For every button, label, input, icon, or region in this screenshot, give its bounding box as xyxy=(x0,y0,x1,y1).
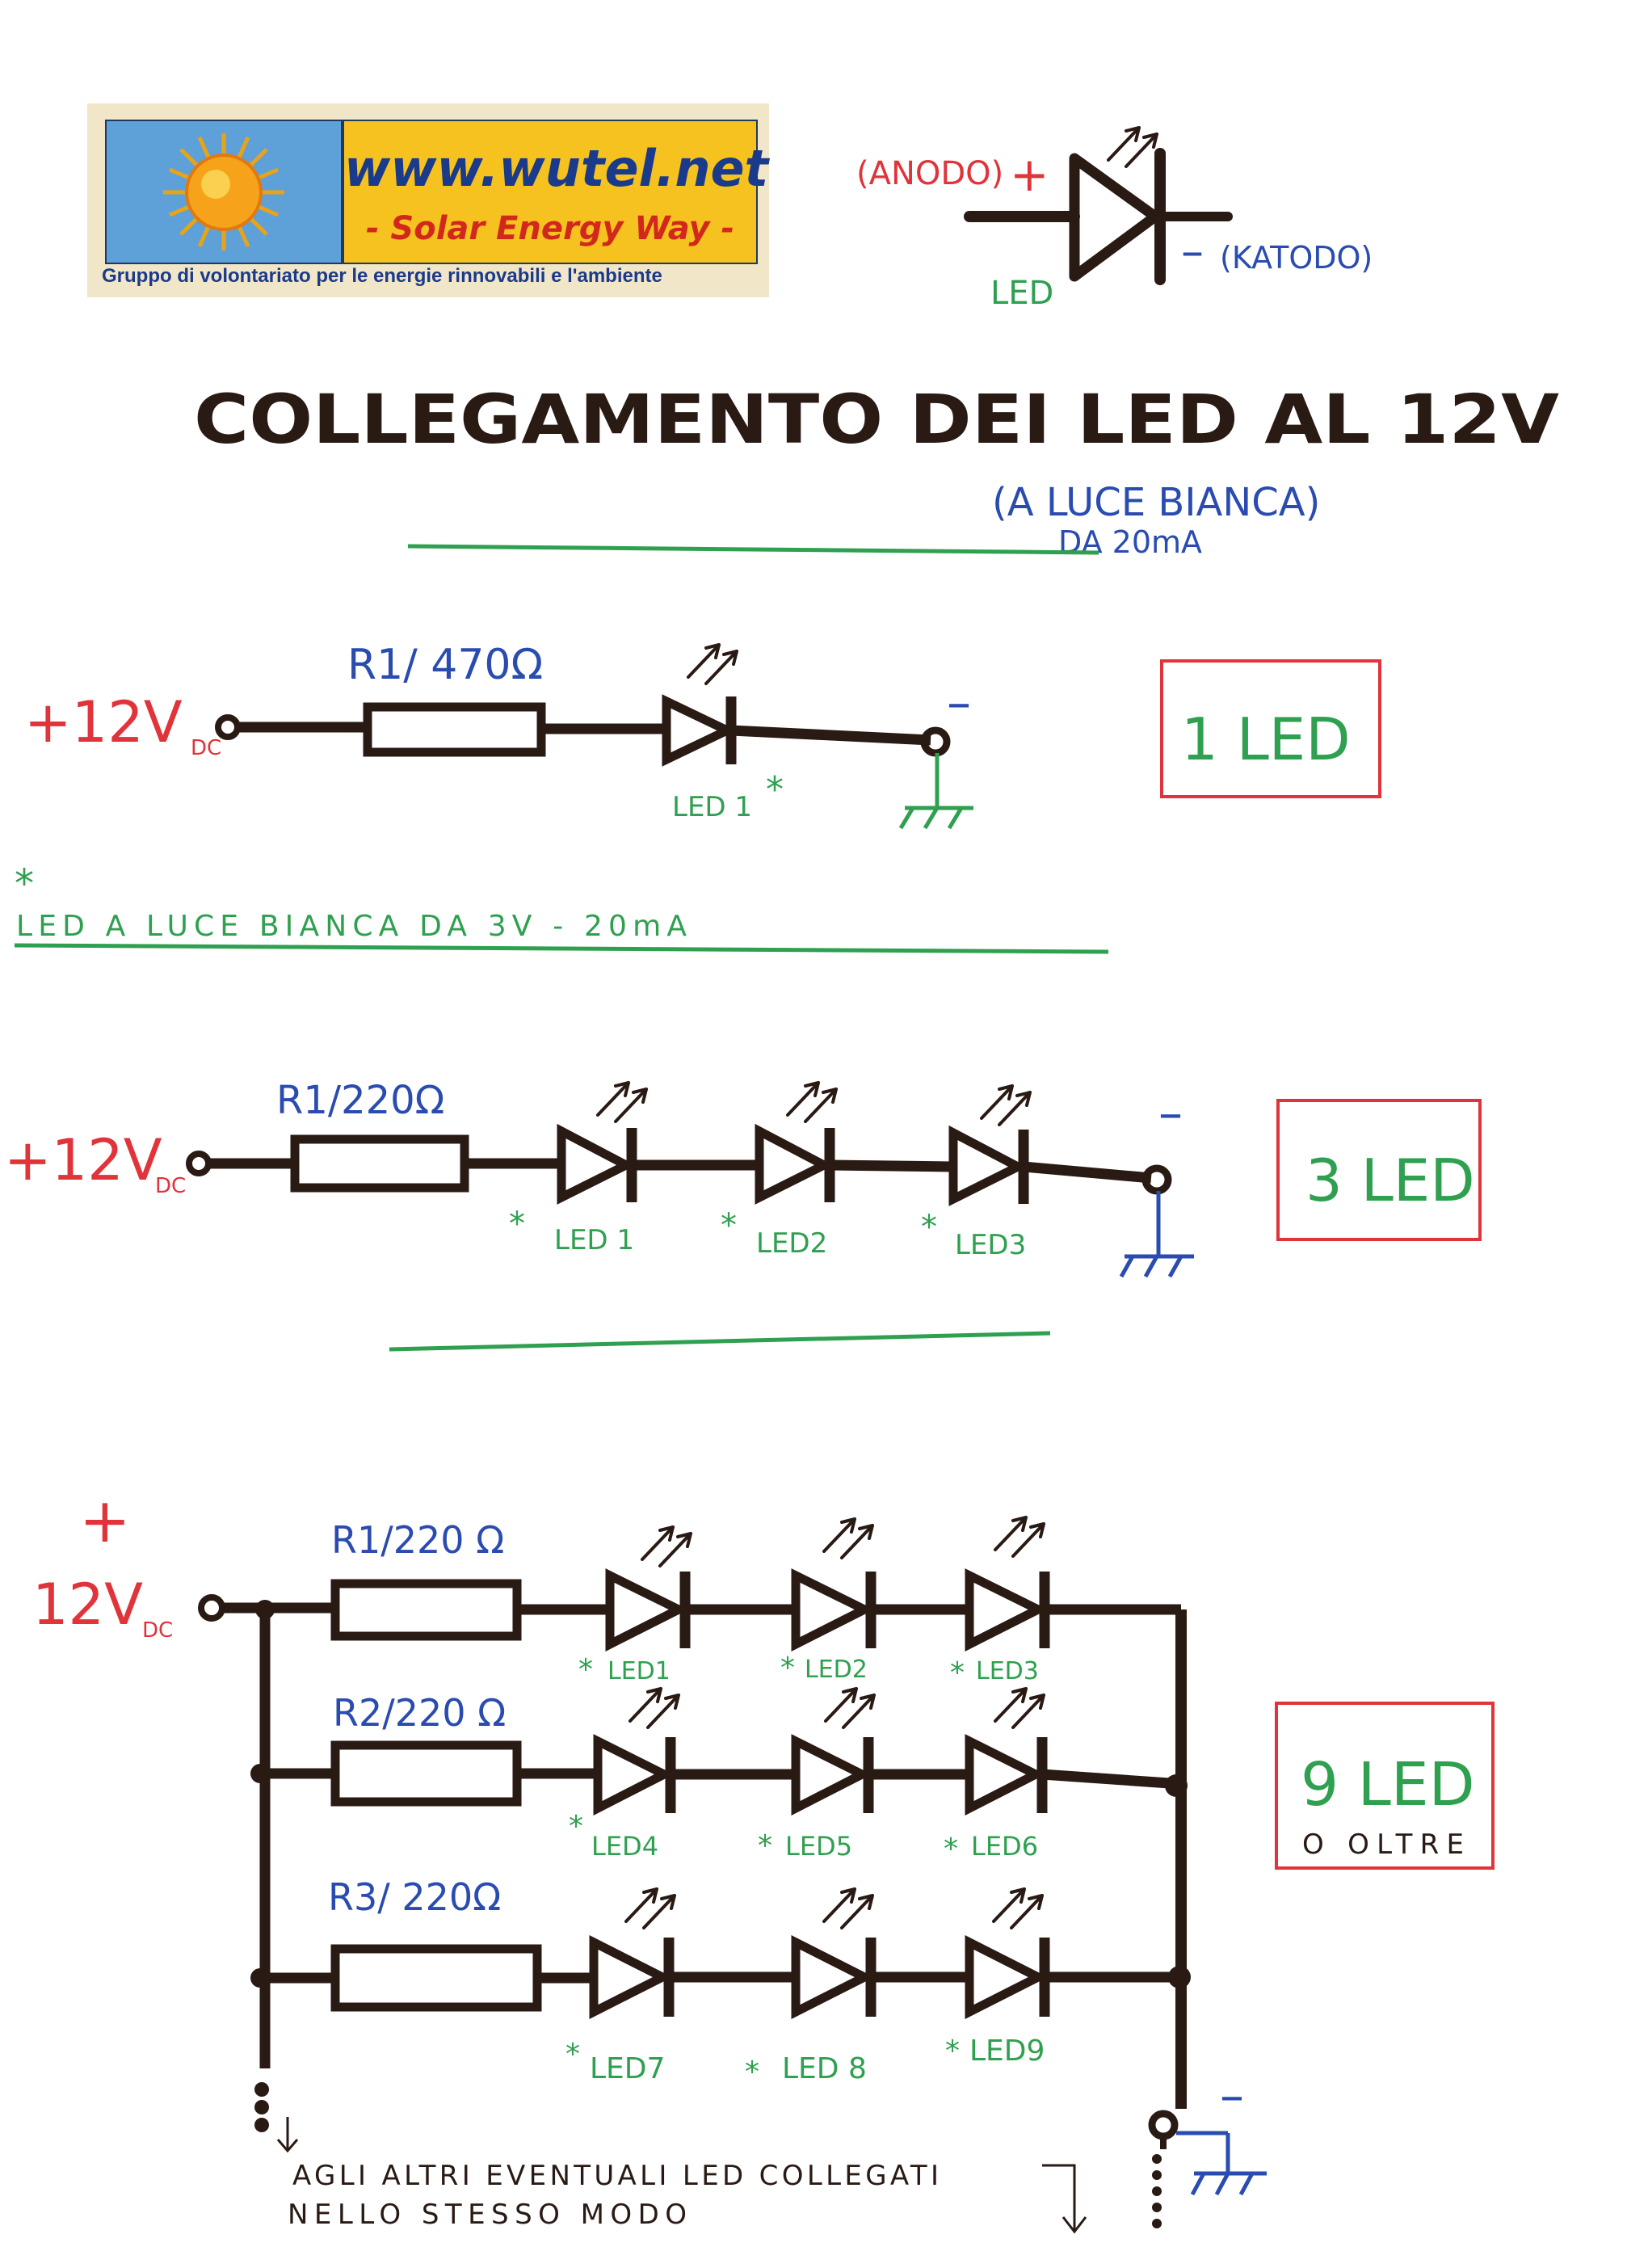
c2-led-1 xyxy=(557,1123,637,1205)
page-title: COLLEGAMENTO DEI LED AL 12V xyxy=(194,380,1559,459)
c1-box xyxy=(1160,659,1381,798)
c3-star-6: * xyxy=(944,1832,958,1866)
c3-minus: – xyxy=(1220,2068,1244,2124)
anode-plus: + xyxy=(1010,147,1049,202)
ground-2 xyxy=(1119,1191,1194,1278)
c3-star-8: * xyxy=(745,2056,759,2089)
resistor-r1-c3 xyxy=(330,1579,522,1641)
c1-minus: – xyxy=(947,675,971,731)
c3-star-7: * xyxy=(565,2038,580,2071)
c2-supply-sub: DC xyxy=(155,1174,186,1198)
c1-supply-sub: DC xyxy=(191,736,221,760)
c3-box xyxy=(1275,1702,1495,1870)
c3-led-7 xyxy=(589,1935,673,2019)
resistor-r2-c3 xyxy=(330,1740,522,1807)
ground-3 xyxy=(1176,2131,1267,2196)
c3-resistor-r2: R2/220 Ω xyxy=(333,1691,506,1735)
legend-led-symbol xyxy=(964,126,1233,285)
note-star: * xyxy=(15,861,34,907)
c3-star-3: * xyxy=(950,1656,965,1689)
c2-led-3 xyxy=(948,1125,1028,1206)
c3-led-6 xyxy=(965,1734,1046,1816)
logo-tagline: - Solar Energy Way - xyxy=(365,210,735,247)
c3-box-label: 9 LED xyxy=(1301,1750,1475,1820)
resistor-r1-c2 xyxy=(290,1134,469,1193)
c3-led-1 xyxy=(605,1568,689,1652)
c3-resistor-r1: R1/220 Ω xyxy=(331,1518,504,1562)
c3-led-3 xyxy=(965,1568,1049,1652)
c3-star-4: * xyxy=(569,1810,583,1843)
resistor-r3-c3 xyxy=(330,1944,542,2012)
c3-led-label-5: LED5 xyxy=(785,1831,852,1862)
c1-box-label: 1 LED xyxy=(1181,705,1351,773)
c3-led-8 xyxy=(791,1935,875,2019)
c2-box xyxy=(1276,1099,1482,1241)
title-subtitle: (A LUCE BIANCA) xyxy=(992,480,1320,525)
c3-led-4 xyxy=(593,1734,675,1816)
c3-led-label-1: LED1 xyxy=(607,1657,671,1685)
c3-supply: 12V xyxy=(32,1572,143,1638)
cathode-minus: – xyxy=(1181,225,1204,278)
note-text: LED A LUCE BIANCA DA 3V - 20mA xyxy=(16,910,687,943)
c2-led-2 xyxy=(755,1123,835,1205)
c3-led-label-6: LED6 xyxy=(971,1831,1038,1862)
cathode-label: (KATODO) xyxy=(1220,240,1373,276)
anode-label: (ANODO) xyxy=(856,155,1003,192)
c3-led-label-7: LED7 xyxy=(590,2052,665,2085)
c1-led-label-1: LED 1 xyxy=(672,791,752,823)
c3-led-label-2: LED2 xyxy=(805,1656,868,1684)
c2-led-label-2: LED2 xyxy=(756,1227,827,1260)
c2-led-label-1: LED 1 xyxy=(554,1224,634,1256)
legend-led-label: LED xyxy=(990,275,1053,312)
circuit-2 xyxy=(186,1081,1194,1278)
c3-plus: + xyxy=(79,1484,131,1556)
c3-resistor-r3: R3/ 220Ω xyxy=(328,1875,501,1919)
c2-underline xyxy=(389,1331,1051,1352)
c2-star-1: * xyxy=(509,1206,525,1243)
sun-icon xyxy=(163,133,284,250)
c3-star-2: * xyxy=(780,1652,795,1685)
c3-led-label-4: LED4 xyxy=(591,1831,658,1862)
c2-box-label: 3 LED xyxy=(1305,1147,1475,1214)
c2-led-label-3: LED3 xyxy=(955,1229,1026,1261)
c3-led-2 xyxy=(791,1568,875,1652)
note-underline xyxy=(14,943,1109,954)
c1-resistor-label: R1/ 470Ω xyxy=(347,641,543,689)
c3-star-5: * xyxy=(758,1829,772,1862)
c2-minus: – xyxy=(1158,1085,1183,1142)
c3-led-9 xyxy=(965,1935,1049,2019)
c3-led-label-8: LED 8 xyxy=(782,2052,867,2085)
logo-title-panel: www.wutel.net - Solar Energy Way - xyxy=(343,120,769,264)
c3-supply-sub: DC xyxy=(142,1618,173,1643)
c2-star-2: * xyxy=(721,1207,737,1244)
title-underline xyxy=(407,544,1099,555)
c3-led-label-3: LED3 xyxy=(976,1657,1039,1685)
c2-star-3: * xyxy=(921,1209,937,1246)
led-1 xyxy=(662,694,738,767)
sun-panel xyxy=(105,120,343,264)
c3-led-5 xyxy=(791,1734,872,1816)
c1-supply: +12V xyxy=(24,689,183,755)
c3-footnote-2: NELLO STESSO MODO xyxy=(288,2199,687,2231)
logo-group-text: Gruppo di volontariato per le energie ri… xyxy=(102,265,662,287)
logo-banner: www.wutel.net - Solar Energy Way - Grupp… xyxy=(87,103,769,297)
c3-star-1: * xyxy=(578,1653,593,1686)
circuit-3 xyxy=(198,1516,1267,2234)
c3-footnote-1: AGLI ALTRI EVENTUALI LED COLLEGATI xyxy=(292,2160,939,2192)
circuit-1 xyxy=(215,643,973,830)
c1-star: * xyxy=(766,769,784,810)
c3-box-sub: O OLTRE xyxy=(1302,1828,1464,1861)
c2-resistor-label: R1/220Ω xyxy=(276,1078,444,1123)
resistor-r1 xyxy=(363,702,546,757)
title-current: DA 20mA xyxy=(1058,524,1202,560)
c3-star-9: * xyxy=(945,2034,960,2068)
logo-url: www.wutel.net xyxy=(344,139,769,198)
c2-supply: +12V xyxy=(4,1127,162,1193)
ground-1 xyxy=(898,753,973,830)
c3-led-label-9: LED9 xyxy=(969,2034,1045,2068)
